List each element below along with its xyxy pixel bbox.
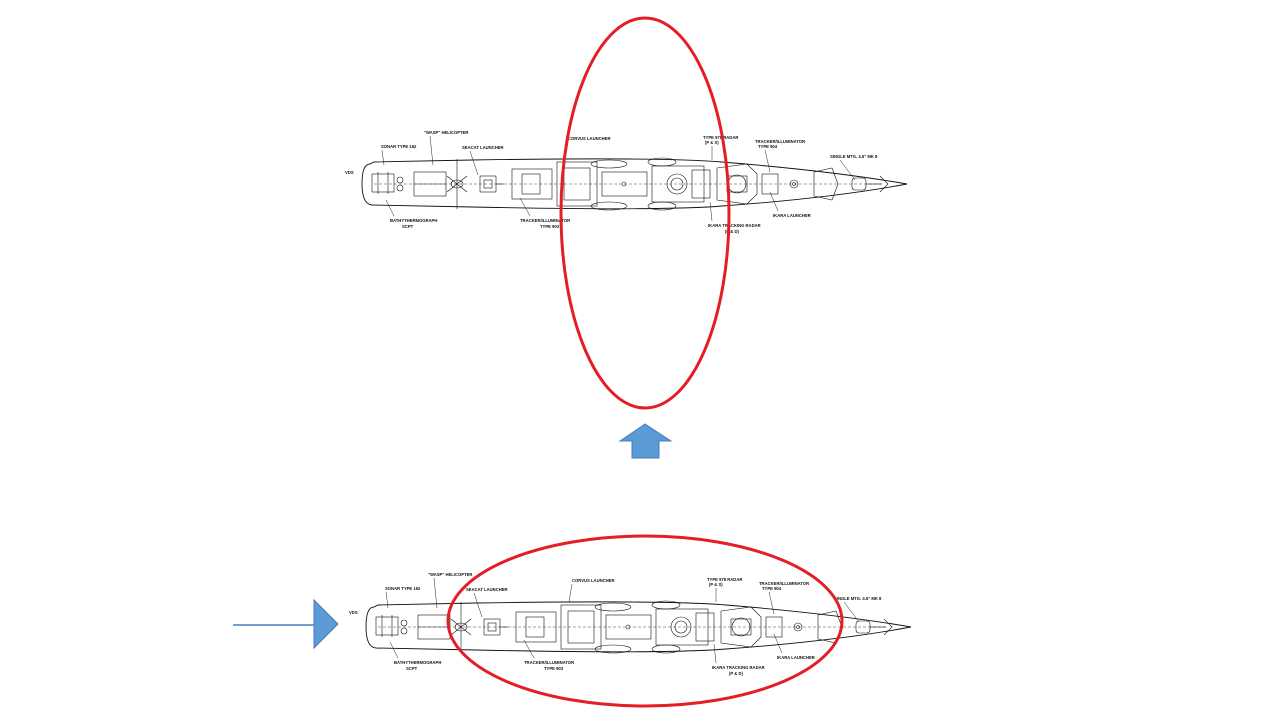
label-rp-bottom: (P & S) [709, 582, 723, 587]
label-ikara-launcher: IKARA LAUNCHER [773, 213, 811, 218]
ship-plan-top [361, 157, 908, 211]
highlight-ellipse-horizontal [446, 534, 844, 708]
label-bt-sub-bottom: SCPT [406, 666, 418, 671]
label-single-mtg: SINGLE MTG. 4.5" MK 8 [830, 154, 878, 159]
ship-bottom-labels: VDS SONAR TYPE 162 "WASP" HELICOPTER SEA… [349, 572, 882, 676]
label-tracker-upper: TRACKER/ILLUMINATOR [755, 139, 805, 144]
label-type-904: TYPE 904 [758, 144, 778, 149]
label-wasp-bottom: "WASP" HELICOPTER [428, 572, 472, 577]
label-type-903-bottom: TYPE 903 [544, 666, 564, 671]
label-type-904-bottom: TYPE 904 [762, 586, 782, 591]
ship-top-labels: VDS SONAR TYPE 162 "WASP" HELICOPTER SEA… [345, 130, 878, 234]
label-vds: VDS [345, 170, 354, 175]
label-tracker-upper-bottom: TRACKER/ILLUMINATOR [759, 581, 809, 586]
label-radar-978-bottom: TYPE 978 RADAR [707, 577, 742, 582]
label-type-903: TYPE 903 [540, 224, 560, 229]
label-sonar-bottom: SONAR TYPE 162 [385, 586, 421, 591]
label-radar-978: TYPE 978 RADAR [703, 135, 738, 140]
arrow-right-icon [233, 598, 339, 650]
label-vds-bottom: VDS [349, 610, 358, 615]
label-bathythermograph: BATHYTHERMOGRAPH [390, 218, 437, 223]
label-seacat-bottom: SEACAT LAUNCHER [466, 587, 508, 592]
label-sonar: SONAR TYPE 162 [381, 144, 417, 149]
label-wasp: "WASP" HELICOPTER [424, 130, 468, 135]
label-ikara-sub-bottom: (P & D) [729, 671, 743, 676]
label-rp-upper: (P & S) [705, 140, 719, 145]
label-ikara-sub: (P & D) [725, 229, 739, 234]
label-corvus-bottom: CORVUS LAUNCHER [572, 578, 615, 583]
label-bt-sub: SCPT [402, 224, 414, 229]
label-ikara-tracking-bottom: IKARA TRACKING RADAR [712, 665, 765, 670]
block-arrow-up-icon [618, 423, 673, 459]
label-tracker-lower: TRACKER/ILLUMINATOR [520, 218, 570, 223]
label-single-mtg-bottom: SINGLE MTG. 4.5" MK 8 [834, 596, 882, 601]
label-corvus: CORVUS LAUNCHER [568, 136, 611, 141]
highlight-ellipse-vertical [559, 16, 731, 410]
label-bathy-bottom: BATHYTHERMOGRAPH [394, 660, 441, 665]
label-tracker-lower-bottom: TRACKER/ILLUMINATOR [524, 660, 574, 665]
label-ikara-launcher-bottom: IKARA LAUNCHER [777, 655, 815, 660]
label-seacat: SEACAT LAUNCHER [462, 145, 504, 150]
label-ikara-tracking: IKARA TRACKING RADAR [708, 223, 761, 228]
